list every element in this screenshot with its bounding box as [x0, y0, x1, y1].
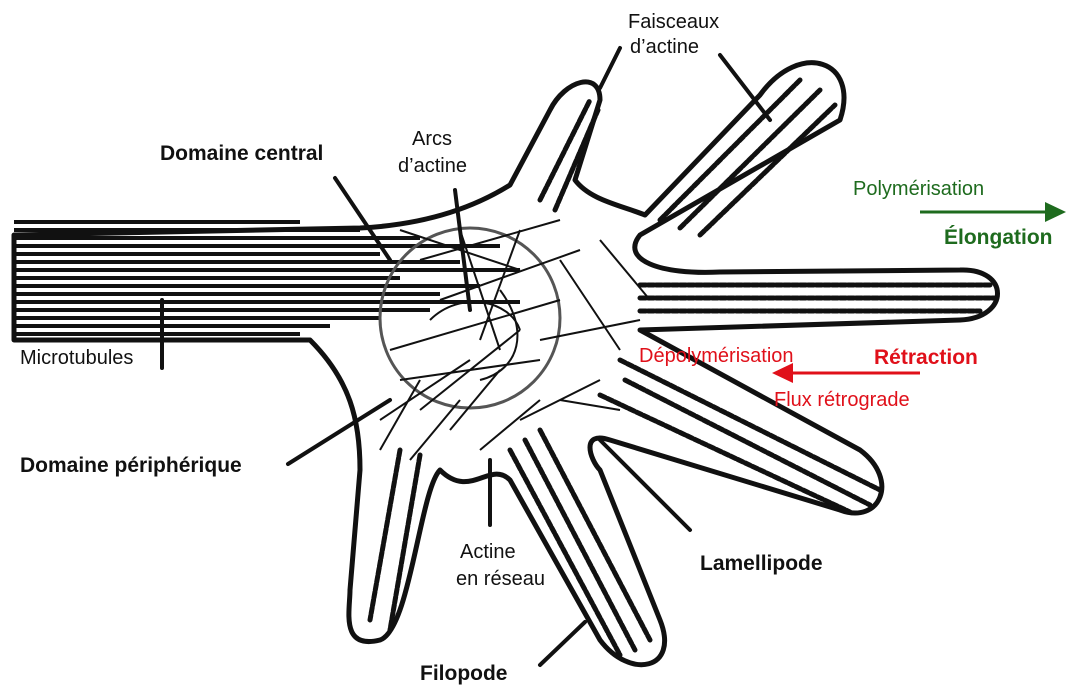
label-depolymerisation: Dépolymérisation [639, 345, 794, 367]
label-flux-retrograde: Flux rétrograde [774, 389, 910, 411]
leader-filopode [540, 622, 585, 665]
label-lamellipode: Lamellipode [700, 552, 823, 575]
label-actine-line1: Actine [460, 541, 516, 563]
label-polymerisation: Polymérisation [853, 178, 984, 200]
label-faisceaux-line1: Faisceaux [628, 11, 719, 33]
label-domaine-central: Domaine central [160, 142, 323, 165]
label-domaine-peripherique: Domaine périphérique [20, 454, 242, 477]
label-microtubules: Microtubules [20, 347, 133, 369]
label-arcs-line2: d’actine [398, 155, 467, 177]
label-arcs-line1: Arcs [412, 128, 452, 150]
label-faisceaux-line2: d’actine [630, 36, 699, 58]
label-actine-line2: en réseau [456, 568, 545, 590]
label-retraction: Rétraction [874, 346, 978, 369]
polymerisation-arrow [920, 202, 1066, 222]
label-filopode: Filopode [420, 662, 508, 685]
label-elongation: Élongation [944, 226, 1053, 249]
leader-faisceaux-left [600, 48, 620, 88]
